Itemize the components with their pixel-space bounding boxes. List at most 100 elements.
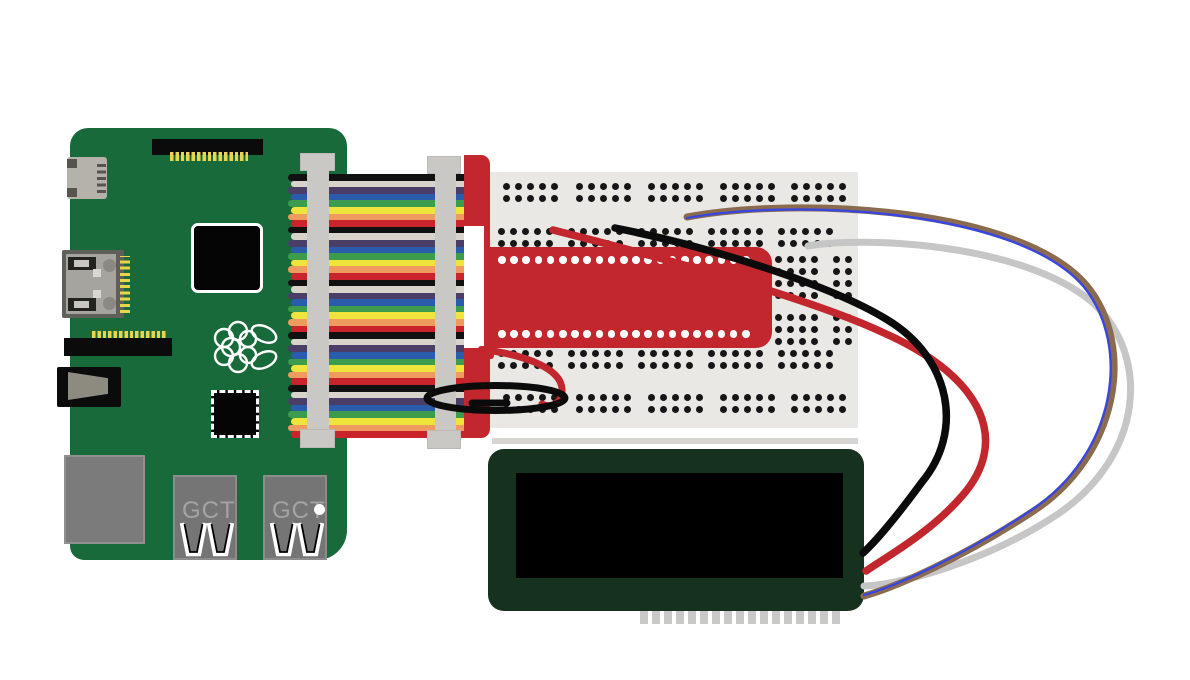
ethernet-port (64, 455, 145, 544)
ribbon-wire-stripe (288, 239, 466, 247)
breadboard-hole (612, 183, 619, 190)
ribbon-wire-stripe (288, 213, 466, 221)
ribbon-wire-stripe (288, 411, 466, 418)
ribbon-wire-stripe (288, 345, 466, 353)
breadboard-hole (720, 240, 727, 247)
breadboard-hole (604, 350, 611, 357)
breadboard-hole (799, 326, 806, 333)
cobbler-hole (510, 256, 518, 264)
breadboard-hole (648, 183, 655, 190)
cobbler-hole (620, 330, 628, 338)
breadboard-hole (612, 394, 619, 401)
breadboard-hole (648, 195, 655, 202)
breadboard-hole (588, 183, 595, 190)
hdmi-pins (120, 256, 130, 313)
breadboard-hole (811, 280, 818, 287)
breadboard-hole (534, 362, 541, 369)
breadboard-hole (744, 362, 751, 369)
breadboard-hole (551, 183, 558, 190)
breadboard-hole (799, 314, 806, 321)
ribbon-wire-stripe (291, 325, 466, 333)
breadboard-hole (839, 183, 846, 190)
idc-clamp-left-cap-bottom (300, 429, 335, 448)
cobbler-hole (656, 256, 665, 264)
breadboard-hole (732, 195, 739, 202)
hdmi-port (62, 250, 130, 318)
breadboard-hole (588, 195, 595, 202)
breadboard-hole (527, 195, 534, 202)
breadboard-hole (708, 362, 715, 369)
cobbler-hole (705, 330, 713, 338)
breadboard-hole (827, 195, 834, 202)
ribbon-wire-stripe (288, 187, 466, 194)
cobbler-body[interactable] (488, 247, 772, 348)
breadboard-hole (696, 183, 703, 190)
ribbon-cable[interactable] (288, 174, 466, 438)
cobbler-hole (705, 256, 713, 264)
ribbon-wire-stripe (291, 391, 466, 399)
breadboard-hole (515, 406, 522, 413)
hdmi-contact (93, 269, 101, 277)
breadboard-hole (576, 183, 583, 190)
breadboard-hole (720, 183, 727, 190)
breadboard-hole (826, 350, 833, 357)
breadboard-hole (662, 240, 669, 247)
breadboard-hole (568, 240, 575, 247)
cobbler-hole (742, 256, 750, 264)
breadboard-hole (720, 394, 727, 401)
cobbler-hole (607, 330, 616, 338)
idc-clamp-right-cap-bottom (427, 430, 461, 449)
breadboard-hole (799, 338, 806, 345)
breadboard-hole (744, 183, 751, 190)
breadboard-hole (799, 268, 806, 275)
lcd-display[interactable] (488, 449, 864, 624)
breadboard-hole (775, 268, 782, 275)
idc-clamp-left-bar[interactable] (307, 169, 329, 431)
breadboard-hole (624, 406, 631, 413)
breadboard-hole (660, 394, 667, 401)
breadboard-hole (498, 350, 505, 357)
ribbon-wire-stripe (291, 180, 466, 188)
ribbon-wire-stripe (288, 279, 466, 287)
breadboard-hole (527, 183, 534, 190)
breadboard-hole (592, 228, 599, 235)
breadboard-hole (732, 228, 739, 235)
ribbon-wire-stripe (291, 272, 466, 280)
idc-clamp-right-bar[interactable] (435, 172, 456, 432)
breadboard-hole (791, 406, 798, 413)
breadboard-hole (744, 240, 751, 247)
breadboard-hole (833, 326, 840, 333)
breadboard-hole (650, 240, 657, 247)
hdmi-contact (93, 290, 101, 298)
cobbler-hole (729, 256, 738, 264)
breadboard-hole (778, 228, 785, 235)
breadboard-hole (708, 240, 715, 247)
breadboard-hole (546, 362, 553, 369)
usb-port-1: GCT (173, 475, 237, 560)
breadboard-hole (778, 240, 785, 247)
breadboard-hole (576, 195, 583, 202)
breadboard-hole (845, 338, 852, 345)
lcd-pin (676, 611, 684, 624)
breadboard-hole (624, 183, 631, 190)
breadboard-hole (503, 406, 510, 413)
breadboard-hole (732, 406, 739, 413)
breadboard-hole (672, 195, 679, 202)
cobbler-hole (668, 256, 677, 264)
breadboard-hole (815, 394, 822, 401)
breadboard-hole (638, 240, 645, 247)
breadboard-hole (551, 394, 558, 401)
breadboard-hole (648, 394, 655, 401)
ribbon-wire-stripe (291, 365, 466, 372)
breadboard-hole (827, 394, 834, 401)
breadboard-hole (684, 183, 691, 190)
breadboard-hole (787, 268, 794, 275)
breadboard-hole (568, 228, 575, 235)
breadboard-hole (756, 406, 763, 413)
breadboard-hole (732, 394, 739, 401)
cobbler-hole (644, 256, 652, 264)
cobbler-hole (595, 330, 604, 338)
lcd-screen (516, 473, 843, 578)
breadboard-hole (787, 280, 794, 287)
raspberry-pi-logo-icon (213, 320, 278, 374)
